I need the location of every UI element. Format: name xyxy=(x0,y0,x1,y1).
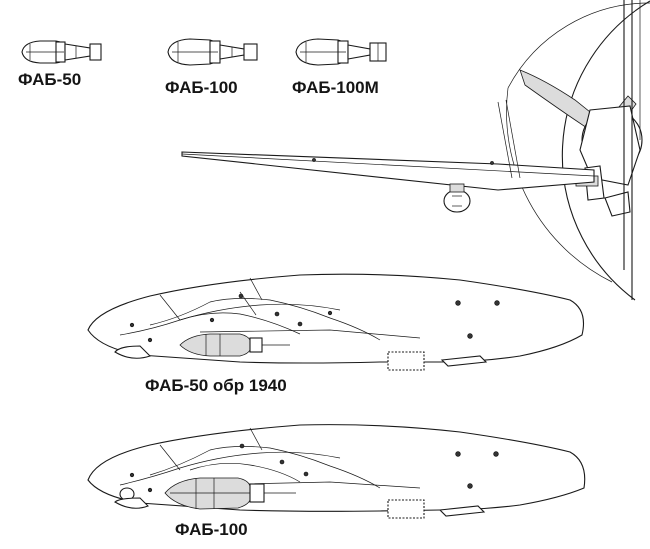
label-fab100m: ФАБ-100М xyxy=(292,78,379,97)
bomb-fab100-drawing xyxy=(167,38,258,66)
label-fab50: ФАБ-50 xyxy=(18,70,82,89)
label-fab100: ФАБ-100 xyxy=(165,78,238,97)
bomb-fab100m-drawing xyxy=(295,38,387,66)
bomb-fab50-drawing xyxy=(21,40,102,64)
installation-fab50-1940-drawing xyxy=(87,273,585,371)
label-fab50-1940: ФАБ-50 обр 1940 xyxy=(145,376,287,395)
label-fab100-installation: ФАБ-100 xyxy=(175,520,248,539)
installation-fab100-drawing xyxy=(87,424,586,519)
aircraft-front-view xyxy=(181,0,650,301)
